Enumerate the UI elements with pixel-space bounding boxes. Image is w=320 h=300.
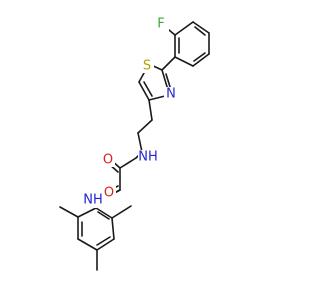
bond [143, 81, 153, 97]
bond [148, 95, 166, 101]
bond [96, 238, 115, 251]
bond [193, 52, 206, 62]
bond [161, 69, 169, 91]
label-bg [102, 186, 116, 200]
bond [192, 53, 210, 67]
bond [138, 81, 150, 101]
ethyl-linker [137, 99, 153, 153]
label-bg [82, 192, 104, 208]
label-bg [164, 87, 178, 101]
atom-labels: F S N NH O O NH [82, 17, 178, 208]
molecule-canvas: F S N NH O O NH [59, 17, 210, 271]
sulfur-label: S [143, 59, 151, 74]
bond [194, 26, 206, 36]
amide-nh-lower-label: NH [83, 193, 103, 208]
bond [59, 206, 79, 218]
fluorophenyl-ring [162, 21, 210, 67]
bond [97, 211, 110, 220]
bond [119, 157, 137, 169]
oxygen-lower-label: O [104, 186, 114, 201]
fluorine-label: F [157, 17, 164, 32]
bond [174, 21, 194, 36]
bond [77, 207, 97, 218]
oxygen-upper-label: O [103, 153, 113, 168]
bond [111, 205, 132, 219]
bond [174, 56, 194, 67]
bond [95, 207, 113, 219]
label-bg [155, 17, 169, 31]
thiazole-nitrogen-label: N [166, 87, 176, 102]
molecule-structure: F S N NH O O NH [59, 17, 210, 271]
label-bg [101, 153, 115, 167]
bond [137, 119, 153, 134]
bond [137, 132, 143, 153]
label-bg [138, 150, 158, 164]
bond [161, 56, 176, 71]
bond [148, 99, 153, 121]
bond [111, 217, 115, 240]
bond [192, 21, 210, 34]
mesityl-ring [59, 204, 132, 271]
amide-nh-upper-label: NH [138, 150, 158, 165]
bond [96, 236, 111, 246]
bond [77, 238, 98, 251]
label-bg [140, 59, 154, 73]
